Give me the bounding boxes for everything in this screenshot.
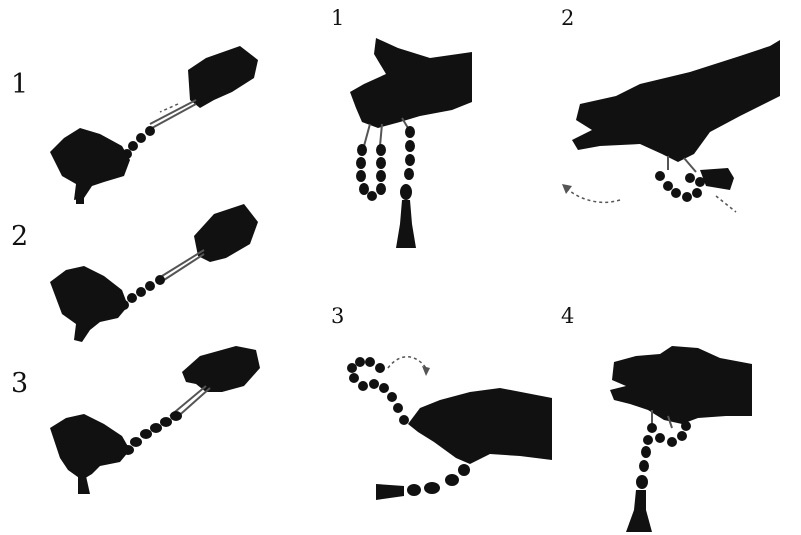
motion-arrow-icon [566,188,620,202]
left-illustration-2 [50,204,258,342]
beads [122,411,182,455]
hand-left-icon [50,266,128,342]
beads [636,421,691,489]
motion-arrow-icon [388,357,426,368]
tassel-icon [376,484,404,500]
left-illustration-1 [50,46,258,204]
right-illustration-4 [610,346,752,532]
hand-open-icon [610,346,752,424]
hand-right-icon [194,204,258,262]
bead-string [162,250,204,280]
beads [655,171,705,202]
left-illustration-3 [50,346,260,494]
right-illustration-1 [350,38,472,248]
bead-string [150,100,196,128]
hand-arm-icon [408,388,552,464]
hand-left-icon [50,414,130,480]
beads [122,126,155,159]
hand-right-icon [188,46,258,108]
hand-right-icon [182,346,260,392]
right-illustration-3 [347,357,552,500]
hand-open-icon [350,38,472,128]
tassel-icon [396,200,416,248]
hand-arm-icon [572,40,780,162]
beads [356,126,415,201]
right-illustration-2 [562,40,780,212]
tassel-icon [700,168,734,190]
tassel-icon [626,490,652,532]
hand-left-icon [50,128,130,200]
